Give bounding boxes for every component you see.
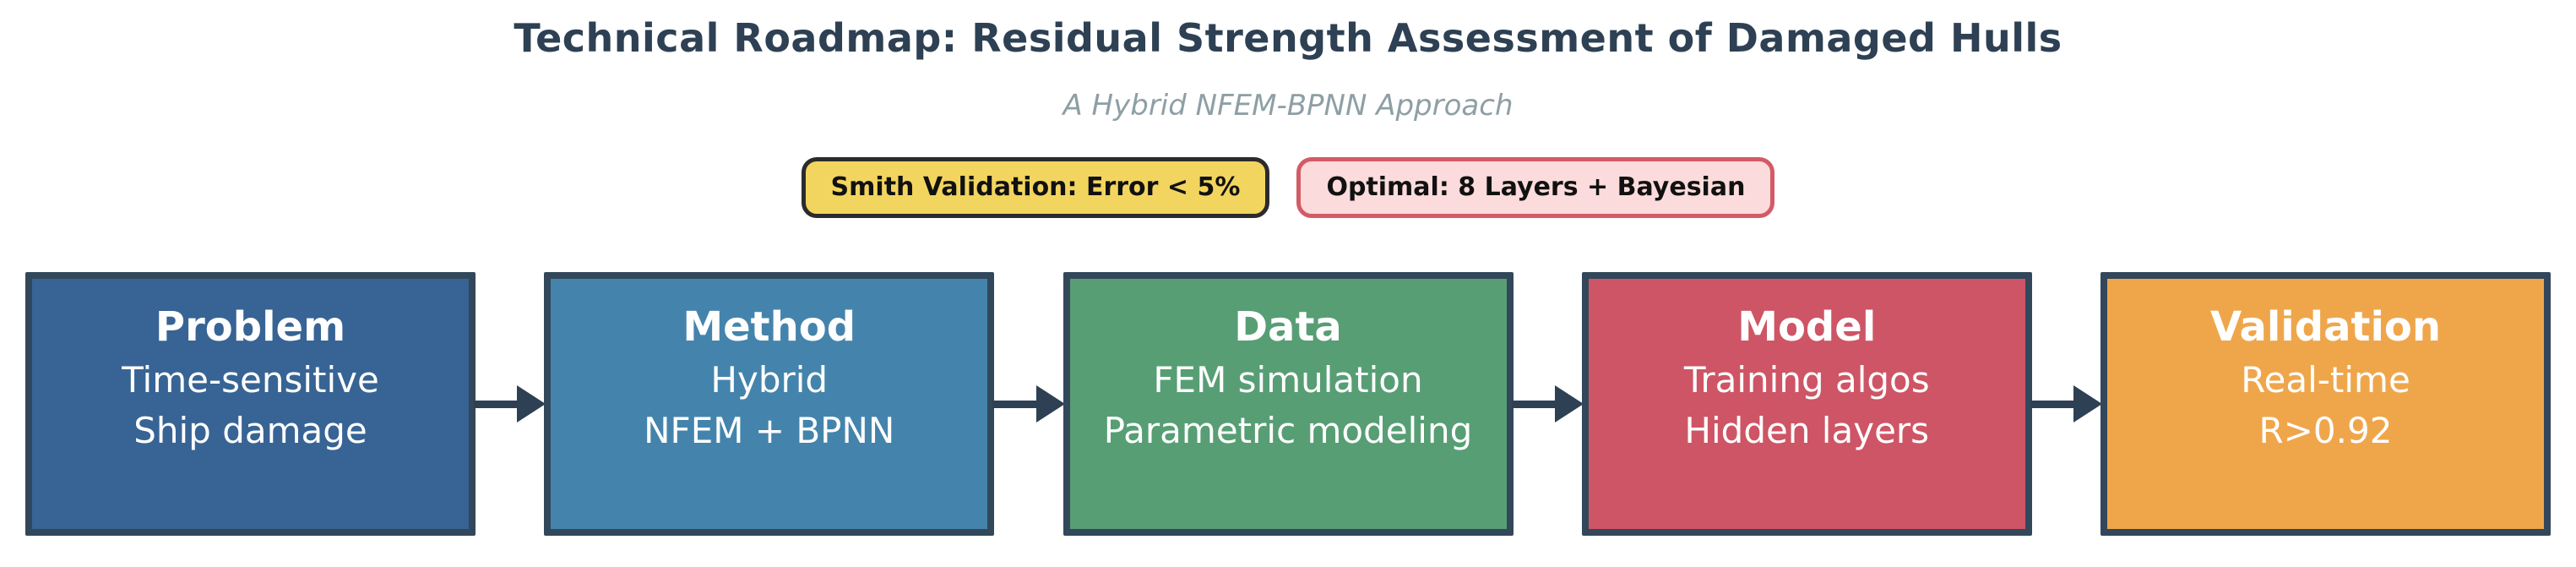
stage-line: NFEM + BPNN [644, 410, 895, 451]
stage-title: Model [1737, 303, 1877, 351]
arrow-head-icon [2073, 385, 2102, 423]
flow-arrow [1511, 385, 1584, 423]
stage-line: Time-sensitive [122, 359, 379, 401]
stage-validation: Validation Real-time R>0.92 [2100, 272, 2551, 536]
stage-problem: Problem Time-sensitive Ship damage [25, 272, 476, 536]
flow-arrow [474, 385, 546, 423]
stage-body: Real-time R>0.92 [2107, 355, 2544, 456]
stage-body: FEM simulation Parametric modeling [1070, 355, 1507, 456]
flow-arrow [992, 385, 1065, 423]
arrow-head-icon [1554, 385, 1584, 423]
arrow-line [2030, 400, 2073, 408]
stage-line: Ship damage [133, 410, 367, 451]
arrow-head-icon [1035, 385, 1065, 423]
arrow-line [474, 400, 518, 408]
stage-body: Training algos Hidden layers [1589, 355, 2025, 456]
page-subtitle: A Hybrid NFEM-BPNN Approach [1062, 89, 1514, 123]
stage-body: Time-sensitive Ship damage [32, 355, 469, 456]
stage-model: Model Training algos Hidden layers [1581, 272, 2032, 536]
page-title: Technical Roadmap: Residual Strength Ass… [514, 15, 2062, 61]
stage-body: Hybrid NFEM + BPNN [551, 355, 987, 456]
badge-smith-validation: Smith Validation: Error < 5% [801, 157, 1270, 218]
stage-title: Validation [2209, 303, 2442, 351]
stage-line: FEM simulation [1153, 359, 1423, 401]
stage-line: Hidden layers [1684, 410, 1930, 451]
stage-line: R>0.92 [2258, 410, 2393, 451]
arrow-head-icon [517, 385, 546, 423]
arrow-line [1511, 400, 1555, 408]
flow-arrow [2030, 385, 2102, 423]
stage-line: Hybrid [710, 359, 829, 401]
stage-line: Parametric modeling [1103, 410, 1473, 451]
stage-title: Data [1234, 303, 1342, 351]
stage-line: Training algos [1683, 359, 1930, 401]
stage-data: Data FEM simulation Parametric modeling [1062, 272, 1514, 536]
flow-row: Problem Time-sensitive Ship damage Metho… [0, 272, 2576, 536]
stage-title: Method [682, 303, 856, 351]
badge-row: Smith Validation: Error < 5% Optimal: 8 … [0, 157, 2576, 218]
badge-optimal-config: Optimal: 8 Layers + Bayesian [1296, 157, 1775, 218]
stage-title: Problem [155, 303, 346, 351]
stage-line: Real-time [2241, 359, 2410, 401]
arrow-line [992, 400, 1036, 408]
stage-method: Method Hybrid NFEM + BPNN [544, 272, 995, 536]
